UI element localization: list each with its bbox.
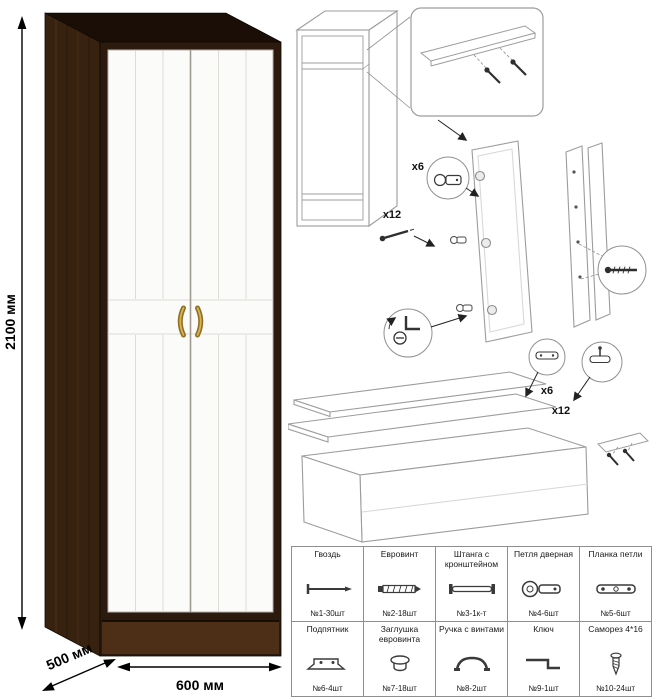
width-arrow xyxy=(117,662,282,672)
screw-cap-icon xyxy=(372,645,428,684)
part-name: Саморез 4*16 xyxy=(588,624,643,634)
hinge-plate-icon xyxy=(588,569,644,609)
wardrobe-plinth xyxy=(102,621,279,654)
part-name: Планка петли xyxy=(588,549,643,559)
parts-table-row: Гвоздь №1-30шт Евровинт №2-18шт Штанга с… xyxy=(291,546,652,622)
parts-table-row: Подпятник №6-4шт Заглушка евровинта №7-1… xyxy=(291,621,652,697)
part-name: Евровинт xyxy=(380,549,419,559)
hinge-qty-label: x6 xyxy=(412,161,424,173)
part-name: Петля дверная xyxy=(513,549,574,559)
part-name: Штанга с кронштейном xyxy=(444,549,499,569)
part-cell: Гвоздь №1-30шт xyxy=(291,546,364,622)
door-hinges-diagram xyxy=(471,140,533,343)
part-name: Ключ xyxy=(533,624,554,634)
self-tapping-screw-icon xyxy=(588,644,644,684)
width-dimension-label: 600 мм xyxy=(176,677,224,693)
hinge-detail-drawing xyxy=(433,173,462,187)
assembly-diagrams: x6 x12 xyxy=(288,7,649,543)
bottom-hinge-qty-label: x6 xyxy=(541,385,553,397)
rail-screws xyxy=(473,47,527,84)
euroscrew-icon xyxy=(372,569,428,609)
part-count: №1-30шт xyxy=(310,609,345,618)
part-cell: Заглушка евровинта №7-18шт xyxy=(363,621,436,697)
hinge-plate-detail-drawing xyxy=(535,351,559,360)
height-dimension-label: 2100 мм xyxy=(2,294,18,350)
part-cell: Штанга с кронштейном №3-1к-т xyxy=(435,546,508,622)
part-cell: Подпятник №6-4шт xyxy=(291,621,364,697)
part-count: №6-4шт xyxy=(312,684,343,693)
foot-glide-icon xyxy=(300,644,356,684)
hinge-detail-circle xyxy=(426,156,470,200)
part-count: №7-18шт xyxy=(382,684,417,693)
confirmat-detail-drawing xyxy=(604,266,637,274)
key-pointer-arrow xyxy=(430,313,468,328)
rail-detail-inset xyxy=(410,7,544,117)
door-handles xyxy=(177,305,204,338)
loose-hinges xyxy=(450,236,473,312)
part-name: Подпятник xyxy=(306,624,349,634)
part-name: Заглушка евровинта xyxy=(378,624,421,644)
handle-icon xyxy=(444,644,500,684)
euroscrew-pointer-arrow xyxy=(413,235,436,247)
key-detail-drawing xyxy=(386,316,420,345)
euroscrew-drawing xyxy=(379,228,415,242)
base-panels-diagram xyxy=(288,371,589,543)
rod-with-bracket-icon xyxy=(444,570,500,609)
inset-to-door-arrow xyxy=(437,119,468,141)
part-cell: Планка петли №5-6шт xyxy=(579,546,652,622)
plate-screw-detail-drawing xyxy=(589,346,611,364)
door-hinge-icon xyxy=(516,569,572,609)
part-count: №9-1шт xyxy=(528,684,559,693)
plate-screw-pointer-arrow xyxy=(573,376,591,402)
part-count: №3-1к-т xyxy=(456,609,487,618)
side-panel-diagram xyxy=(565,142,611,328)
hinge-plate-detail-circle xyxy=(528,338,566,376)
depth-dimension-label: 500 мм xyxy=(44,640,94,673)
height-arrow xyxy=(17,16,27,630)
wardrobe-doors xyxy=(107,49,274,613)
part-count: №8-2шт xyxy=(456,684,487,693)
euroscrew-qty-label: x12 xyxy=(383,209,401,221)
wardrobe-illustration: 2100 мм 600 мм 500 мм xyxy=(2,12,282,693)
carcass-diagram xyxy=(295,9,399,228)
part-cell: Петля дверная №4-6шт xyxy=(507,546,580,622)
base-detail-plank xyxy=(597,432,649,466)
callout-lines xyxy=(366,16,411,109)
hex-key-icon xyxy=(516,644,572,684)
part-count: №10-24шт xyxy=(595,684,636,693)
plate-pointer-arrow xyxy=(525,371,539,398)
part-count: №4-6шт xyxy=(528,609,559,618)
part-cell: Ключ №9-1шт xyxy=(507,621,580,697)
part-cell: Саморез 4*16 №10-24шт xyxy=(579,621,652,697)
depth-arrow xyxy=(42,659,116,691)
part-cell: Ручка с винтами №8-2шт xyxy=(435,621,508,697)
parts-table: Гвоздь №1-30шт Евровинт №2-18шт Штанга с… xyxy=(291,546,652,697)
part-name: Ручка с винтами xyxy=(438,624,505,634)
bottom-screws-qty-label: x12 xyxy=(552,405,570,417)
part-cell: Евровинт №2-18шт xyxy=(363,546,436,622)
key-detail-circle xyxy=(383,308,433,358)
part-count: №2-18шт xyxy=(382,609,417,618)
hinge-pointer-arrow xyxy=(465,187,480,197)
nail-icon xyxy=(300,569,356,609)
part-name: Гвоздь xyxy=(314,549,341,559)
part-count: №5-6шт xyxy=(600,609,631,618)
